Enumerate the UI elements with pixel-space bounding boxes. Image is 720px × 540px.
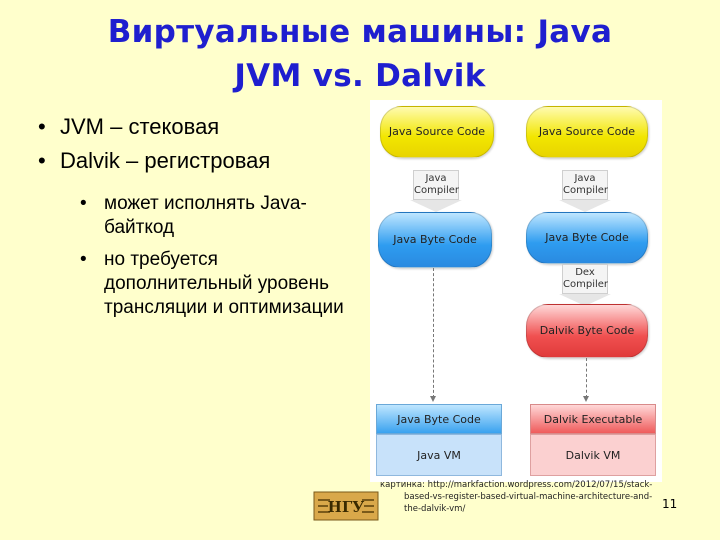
left-dashed-arrow-icon: [430, 396, 436, 402]
right-java-bytecode-node: Java Byte Code: [526, 212, 648, 264]
caption-line3: the-dalvik-vm/: [404, 504, 466, 514]
bullet-list: JVM – стековая Dalvik – регистровая може…: [32, 110, 352, 328]
caption-line1: картинка: http://markfaction.wordpress.c…: [380, 480, 653, 490]
right-java-compiler-label: Java Compiler: [562, 170, 608, 200]
java-vm-box: Java VM: [376, 434, 502, 476]
left-java-source-node: Java Source Code: [380, 106, 494, 158]
left-java-compiler-label: Java Compiler: [413, 170, 459, 200]
slide-title-line1: Виртуальные машины: Java: [107, 14, 613, 50]
dalvik-vm-box: Dalvik VM: [530, 434, 656, 476]
left-bytecode-box: Java Byte Code: [376, 404, 502, 434]
left-dashed-line: [433, 268, 434, 398]
slide-title: Виртуальные машины: Java JVM vs. Dalvik: [40, 10, 680, 98]
caption-line2: based-vs-register-based-virtual-machine-…: [404, 492, 653, 502]
bullet-dalvik: Dalvik – регистровая: [32, 144, 352, 178]
right-dashed-arrow-icon: [583, 396, 589, 402]
university-logo: НГУ: [313, 491, 379, 521]
sub-bullet-list: может исполнять Java-байткод но требуетс…: [32, 192, 352, 320]
slide-title-line2: JVM vs. Dalvik: [234, 58, 486, 94]
bullet-jvm: JVM – стековая: [32, 110, 352, 144]
right-dalvik-bytecode-node: Dalvik Byte Code: [526, 304, 648, 358]
right-dex-compiler-label: Dex Compiler: [562, 264, 608, 294]
logo-text: НГУ: [328, 498, 365, 516]
sub-bullet-executes-bytecode: может исполнять Java-байткод: [32, 192, 352, 240]
right-java-source-node: Java Source Code: [526, 106, 648, 158]
left-compiler-arrow-icon: [410, 200, 462, 212]
left-java-bytecode-node: Java Byte Code: [378, 212, 492, 268]
right-dashed-line: [586, 358, 587, 398]
sub-bullet-requires-translation: но требуется дополнительный уровень тран…: [32, 248, 352, 320]
right-dex-arrow-icon: [559, 294, 611, 306]
image-caption: картинка: http://markfaction.wordpress.c…: [380, 479, 660, 515]
right-compiler-arrow-icon: [559, 200, 611, 212]
dalvik-executable-box: Dalvik Executable: [530, 404, 656, 434]
jvm-vs-dalvik-diagram: Java Source Code Java Compiler Java Byte…: [370, 100, 662, 482]
page-number: 11: [662, 497, 678, 511]
